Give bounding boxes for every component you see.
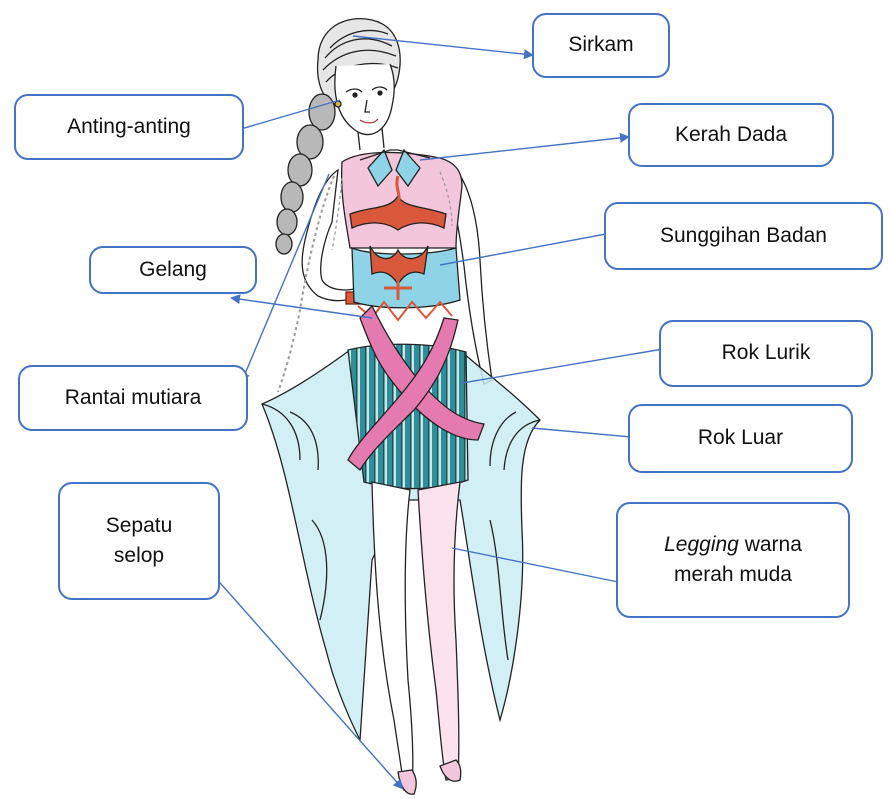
arrow-roklurik (462, 347, 675, 383)
label-rok-lurik: Rok Lurik (659, 320, 873, 387)
arrow-sepatu (198, 558, 402, 788)
label-rantai-text: Rantai mutiara (65, 383, 202, 413)
label-sepatu-selop: Sepatu selop (58, 482, 220, 600)
arrow-kerah (420, 137, 628, 160)
label-roklurik-text: Rok Lurik (722, 338, 811, 368)
label-rok-luar: Rok Luar (628, 404, 853, 473)
label-gelang-text: Gelang (139, 255, 207, 285)
label-legging-line1: Legging warna (664, 530, 802, 560)
label-legging-line2: merah muda (674, 560, 792, 590)
label-legging: Legging warna merah muda (616, 502, 850, 618)
legs (372, 482, 461, 794)
label-rokluar-text: Rok Luar (698, 423, 783, 453)
lurik-skirt (348, 306, 484, 489)
label-gelang: Gelang (89, 246, 257, 294)
label-anting-text: Anting-anting (67, 112, 191, 142)
label-sunggihan-text: Sunggihan Badan (660, 221, 827, 251)
label-legging-italic: Legging (664, 533, 739, 556)
label-sirkam-text: Sirkam (568, 30, 633, 60)
label-anting-anting: Anting-anting (14, 94, 244, 160)
label-sirkam: Sirkam (532, 13, 670, 78)
label-sunggihan-badan: Sunggihan Badan (604, 202, 883, 270)
label-kerah-text: Kerah Dada (675, 120, 787, 150)
label-kerah-dada: Kerah Dada (628, 103, 834, 167)
label-rantai-mutiara: Rantai mutiara (18, 365, 248, 431)
shoe-icon (398, 770, 416, 794)
label-sepatu-line1: Sepatu (106, 511, 173, 541)
label-legging-rest: warna (739, 533, 802, 556)
face (335, 64, 394, 134)
label-sepatu-line2: selop (114, 541, 164, 571)
